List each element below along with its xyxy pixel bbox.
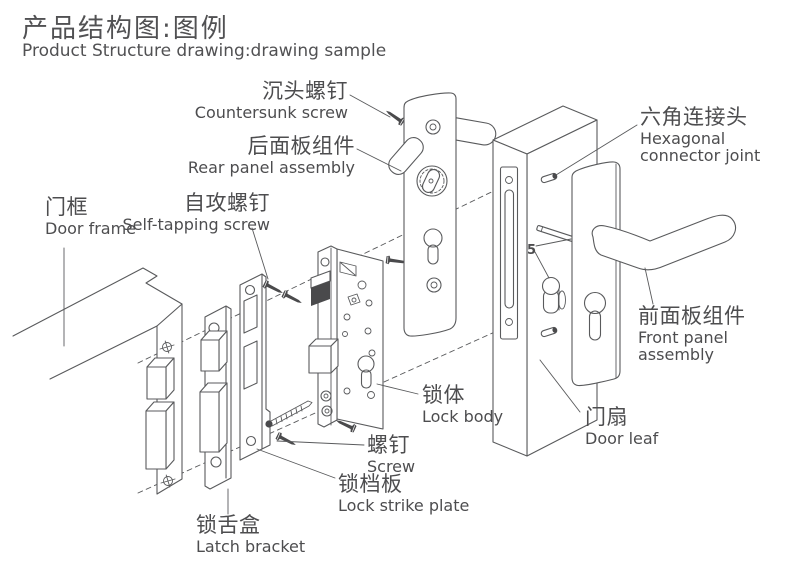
rear-panel-assembly-drawing — [388, 92, 497, 337]
self-tapping-screw-drawing — [280, 289, 305, 308]
lock-strike-plate-drawing — [239, 273, 271, 461]
threaded-screw-drawing — [265, 400, 313, 428]
label-lock-body: 锁体 Lock body — [422, 383, 504, 426]
mortise-faceplate — [499, 166, 519, 340]
label-self-tapping-screw: 自攻螺钉 Self-tapping screw — [122, 191, 270, 234]
label-lock-strike-plate: 锁档板 Lock strike plate — [338, 472, 470, 515]
rear-handle-grip — [388, 137, 424, 175]
label-door-leaf: 门扇 Door leaf — [585, 405, 659, 448]
lock-body-drawing — [308, 245, 384, 430]
door-frame-drawing — [12, 267, 183, 495]
frame-screw-mark — [159, 340, 175, 354]
frame-screw-mark — [160, 474, 176, 488]
countersunk-screw-drawing — [383, 106, 407, 127]
label-front-panel-assembly: 前面板组件 Front panel assembly — [638, 304, 746, 365]
label-screw: 螺钉 Screw — [367, 433, 416, 476]
strike-screw-drawing — [274, 431, 299, 450]
part-marker: 5 — [527, 238, 572, 279]
label-countersunk-screw: 沉头螺钉 Countersunk screw — [194, 79, 348, 122]
thumbturn — [416, 165, 448, 197]
rear-panel-keyhole — [423, 228, 443, 265]
leader-lines — [63, 94, 654, 515]
label-rear-panel-assembly: 后面板组件 Rear panel assembly — [187, 134, 355, 177]
lock-cylinder-drawing — [541, 276, 566, 314]
latch-bracket-drawing — [199, 305, 232, 490]
front-panel-keyhole — [583, 291, 607, 341]
part-marker-number: 5 — [527, 243, 536, 258]
hexagonal-connector-pins — [540, 172, 558, 338]
page-title-en: Product Structure drawing:drawing sample — [22, 41, 387, 61]
lock-body-keyhole — [357, 355, 375, 373]
label-door-frame: 门框 Door frame — [45, 195, 137, 238]
label-latch-bracket: 锁舌盒 Latch bracket — [196, 513, 306, 556]
page-title-cn: 产品结构图:图例 — [22, 14, 229, 44]
front-panel-assembly-drawing — [571, 161, 737, 387]
screws — [261, 106, 408, 450]
front-handle — [591, 214, 737, 271]
label-hexagonal-connector-joint: 六角连接头 Hexagonal connector joint — [640, 105, 761, 166]
